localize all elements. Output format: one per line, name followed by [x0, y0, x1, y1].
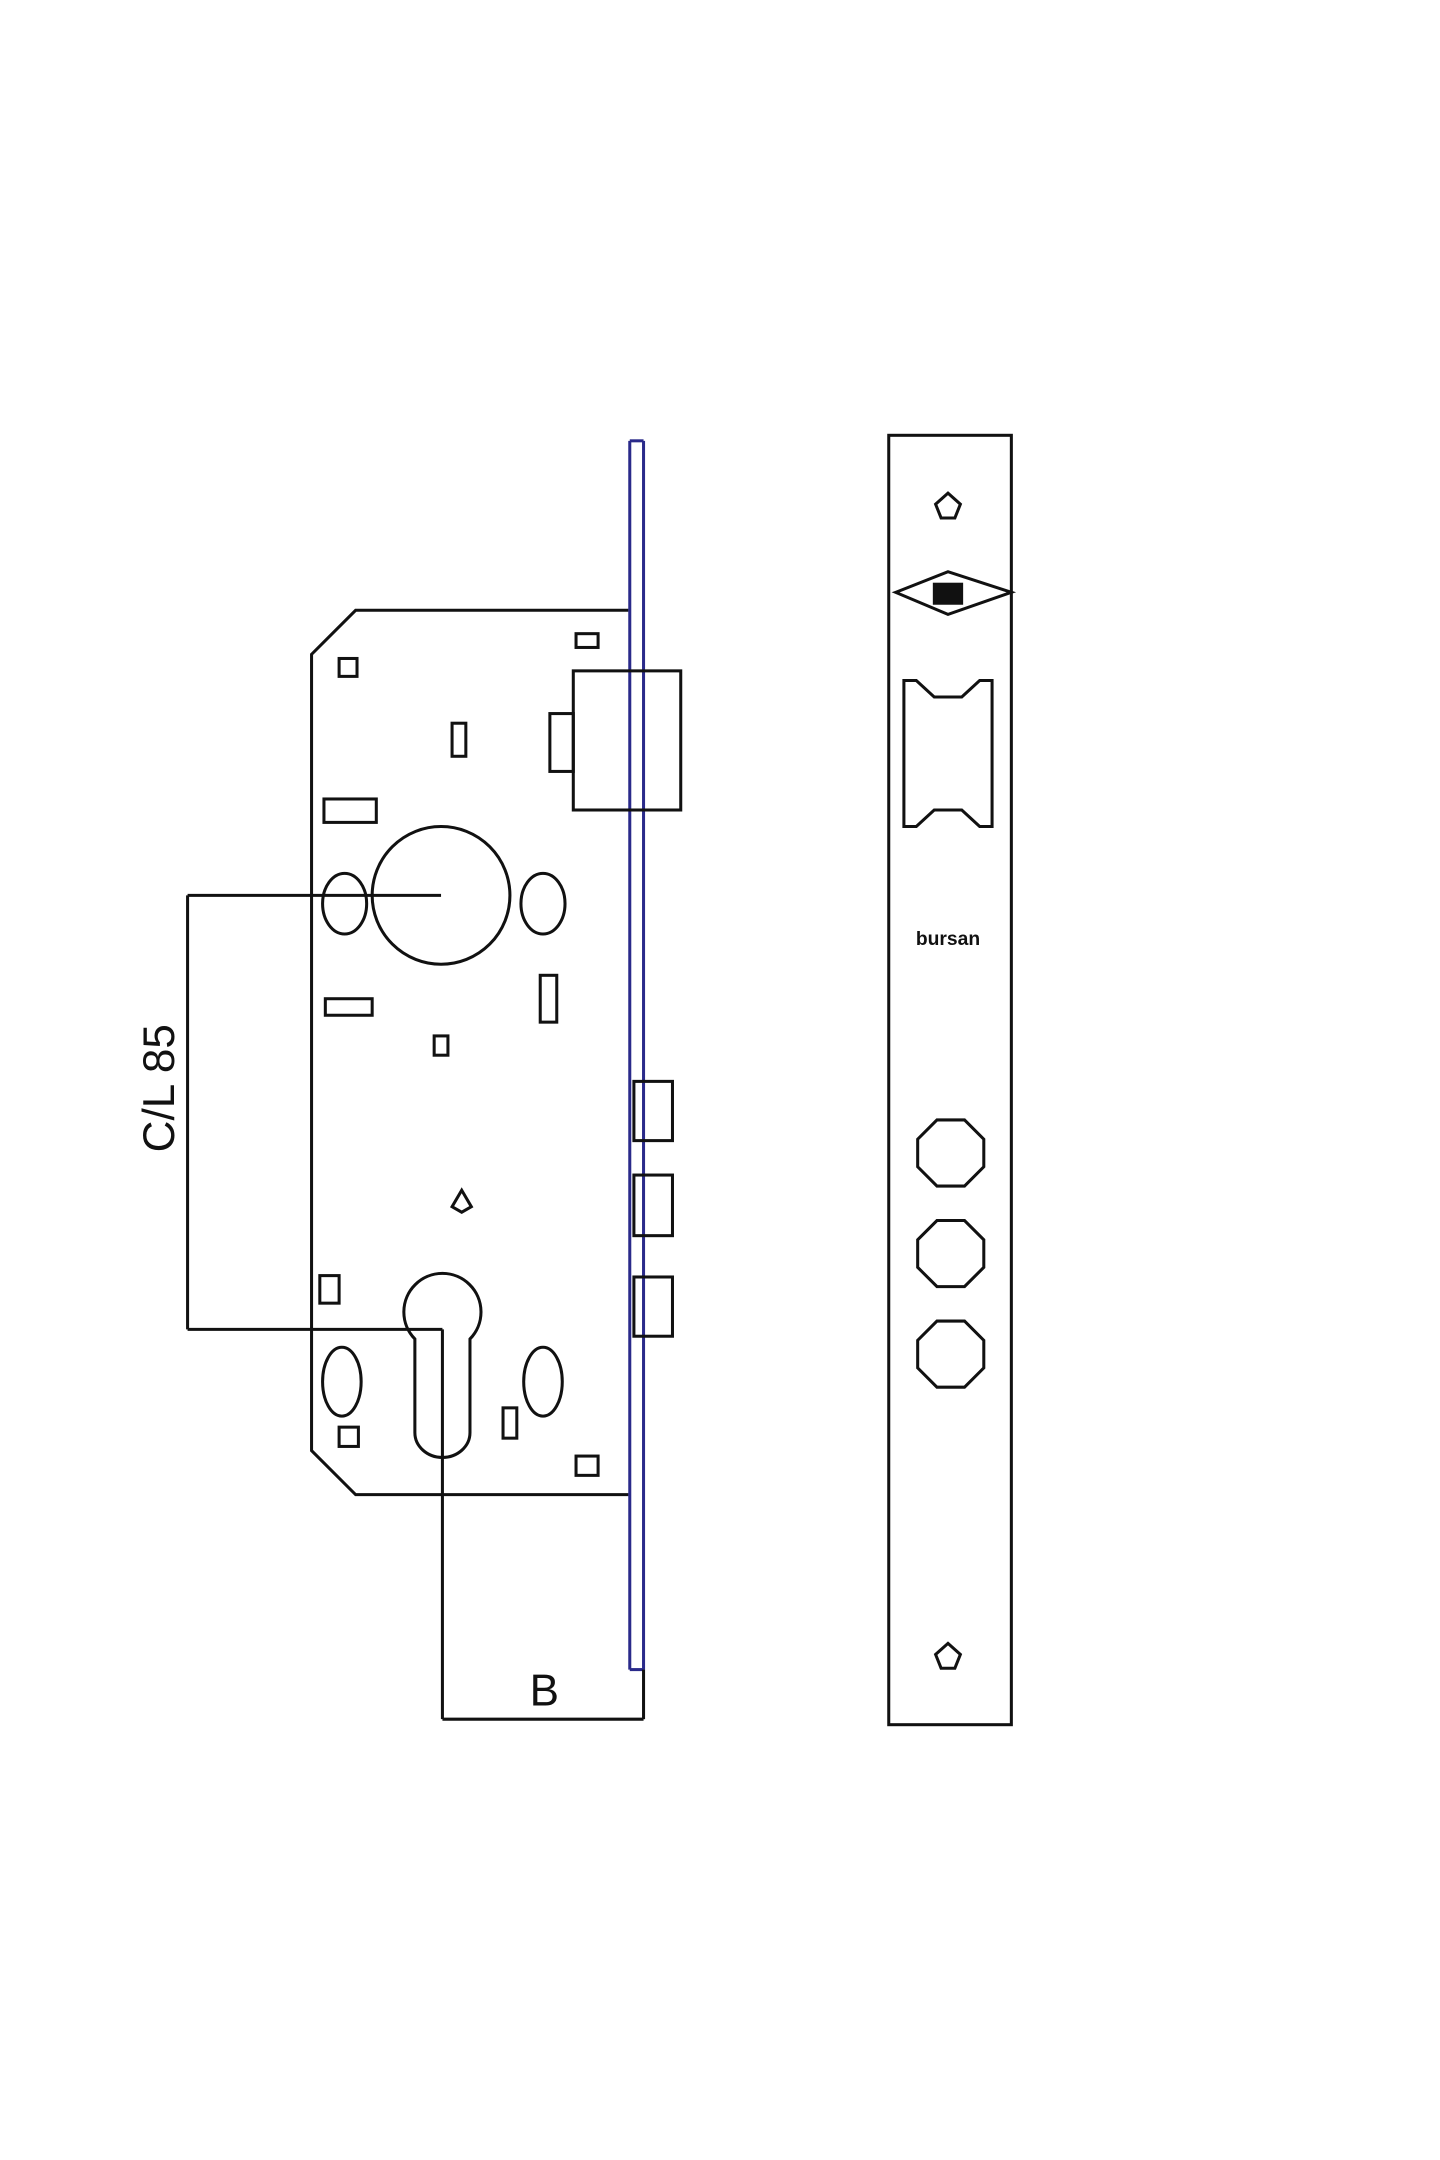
vertical-slot: [538, 973, 559, 1024]
horizontal-slot: [323, 997, 374, 1017]
cylinder-keyhole: [402, 1271, 483, 1459]
deadbolt: [548, 669, 683, 812]
bolt-hole: [916, 1319, 986, 1389]
horizontal-slot: [322, 797, 378, 824]
latch-cutout: [902, 678, 994, 829]
latch: [632, 1173, 674, 1238]
small-hole: [337, 1425, 360, 1448]
small-dot: [449, 1187, 474, 1214]
small-hole: [432, 1034, 450, 1057]
lock-body: [310, 608, 629, 1497]
top-right-slot: [574, 632, 600, 649]
brand-logo-icon: [891, 570, 1017, 617]
centre-distance-label: C/L 85: [135, 1024, 184, 1152]
latch: [632, 1275, 674, 1338]
screw-boss: [321, 871, 369, 936]
upper-left-hole: [337, 656, 359, 678]
small-hole: [318, 1274, 341, 1305]
faceplate: [628, 439, 646, 1672]
screw-boss: [519, 871, 567, 936]
screw-hole: [933, 491, 963, 520]
screw-hole: [933, 1641, 963, 1670]
brand-text: bursan: [916, 929, 980, 950]
latches: [632, 1079, 674, 1338]
backset-label: B: [530, 1666, 559, 1715]
strike-plate: bursan: [887, 433, 1017, 1727]
backset-dimension: B: [440, 1329, 646, 1721]
screw-boss: [321, 1345, 363, 1418]
screw-boss: [522, 1345, 564, 1418]
small-hole: [501, 1406, 519, 1440]
bolt-hole: [916, 1118, 986, 1188]
vertical-slot: [450, 721, 468, 758]
small-hole: [574, 1454, 600, 1477]
bolt-hole: [916, 1218, 986, 1289]
centre-distance-dimension: C/L 85: [135, 893, 443, 1331]
latch: [632, 1079, 674, 1143]
